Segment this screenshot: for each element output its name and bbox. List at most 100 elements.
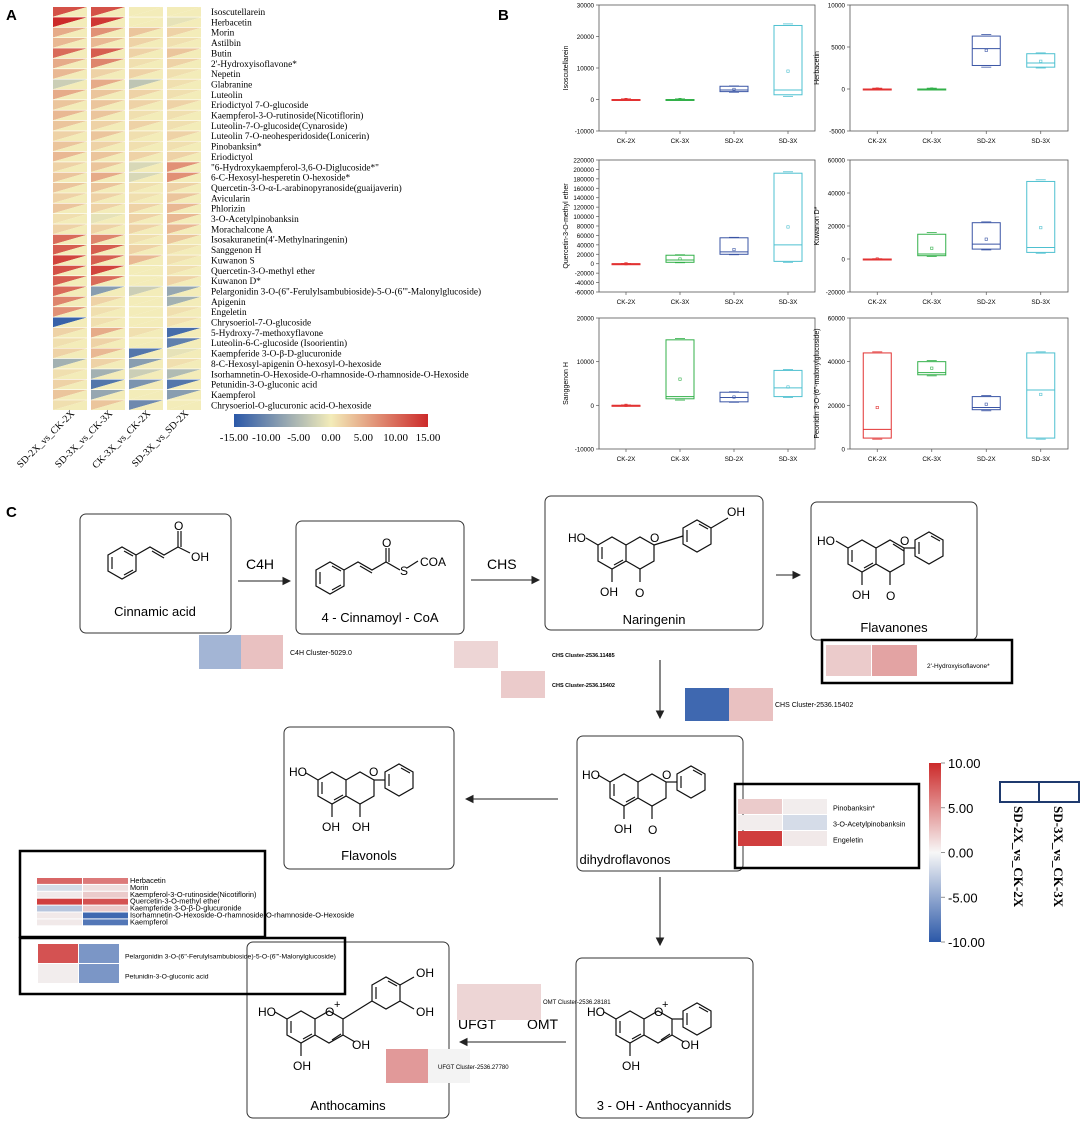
gene-expression-cell — [199, 635, 241, 669]
gene-label: CHS Cluster-2536.11485 — [552, 653, 615, 659]
heatmap-cell-bg-r0-c0 — [53, 7, 87, 17]
chem-antho3oh-plus: + — [662, 999, 668, 1011]
enzyme-chs: CHS — [487, 556, 517, 572]
chem-flavonols-oh-a: OH — [322, 820, 340, 834]
boxplot-frame-4 — [598, 317, 816, 450]
boxplot-xtick-label: SD-3X — [779, 299, 799, 306]
pathway-colorbar-gradient — [929, 763, 941, 942]
heatmap-cell-bg-r21-c2 — [129, 224, 163, 235]
heatmap-cell-bg-r15-c0 — [53, 162, 87, 172]
heatmap-compound-label: Luteolin-6-C-glucoside (Isoorientin) — [211, 338, 347, 349]
boxplot-mean — [624, 98, 628, 102]
chem-flavonols-oh-c: OH — [352, 820, 370, 834]
boxplot-xtick-label: CK-3X — [671, 138, 691, 145]
boxplot-xtick-label: CK-2X — [868, 138, 888, 145]
heatmap-compound-label: Isosakuranetin(4'-Methylnaringenin) — [211, 235, 347, 246]
node-cinnamic: Cinnamic acid — [114, 604, 196, 619]
heatmap-cell-bg-r6-c1 — [91, 69, 125, 79]
boxplot-xtick-label: SD-2X — [977, 456, 997, 463]
heatmap-cell-bg-r26-c2 — [129, 276, 163, 286]
heatmap-cell-bg-r5-c3 — [167, 58, 201, 69]
heatmap-cell-bg-r12-c1 — [91, 131, 125, 141]
structure-anthocamins — [274, 976, 415, 1056]
heatmap-cell-bg-r3-c2 — [129, 38, 163, 48]
heatmap-cell-bg-r18-c2 — [129, 193, 163, 204]
boxplot-mean — [732, 248, 736, 252]
heatmap-cell-bg-r31-c1 — [91, 327, 125, 338]
heatmap-cell-bg-r25-c3 — [167, 265, 201, 276]
dihydro-metabolite-cell — [783, 799, 827, 814]
heatmap-cell-bg-r7-c2 — [129, 79, 163, 90]
boxplot-box — [1026, 53, 1056, 68]
heatmap-cell-bg-r16-c3 — [167, 172, 201, 183]
heatmap-cell-bg-r5-c2 — [129, 58, 163, 69]
boxplot-frame-0 — [598, 4, 816, 132]
heatmap-cell-bg-r29-c1 — [91, 307, 125, 317]
chem-antho3oh-ho: HO — [587, 1005, 605, 1019]
node-box-anthocamins — [246, 941, 450, 1119]
heatmap-cell-bg-r26-c1 — [91, 276, 125, 286]
heatmap-cell-bg-r15-c1 — [91, 162, 125, 172]
dihydro-metabolite-label: 3-O-Acetylpinobanksin — [833, 820, 905, 829]
heatmap-colorbar-tick: 5.00 — [354, 432, 374, 444]
heatmap-colorbar-tick: -10.00 — [252, 432, 281, 444]
boxplot-ytick-label: 5000 — [831, 45, 845, 52]
chem-flavanones-o-ketone: O — [886, 589, 895, 603]
chem-anthocamins-plus: + — [334, 999, 340, 1011]
chem-cooh-oh: OH — [191, 550, 209, 564]
heatmap-cell-bg-r10-c2 — [129, 110, 163, 121]
triangle-heatmap: IsoscutellareinHerbacetinMorinAstilbinBu… — [15, 7, 481, 471]
flavonols-metabolite-label: Kaempferol — [130, 917, 168, 926]
heatmap-cell-bg-r20-c3 — [167, 214, 201, 224]
chem-coa-o: O — [382, 536, 391, 550]
heatmap-cell-bg-r32-c0 — [53, 338, 87, 348]
boxplot-ytick-label: 20000 — [577, 316, 595, 323]
heatmap-compound-label: Herbacetin — [211, 18, 252, 28]
boxplot-ytick-label: 0 — [591, 403, 595, 410]
pathway-colorbar-tick: 0.00 — [948, 846, 973, 861]
heatmap-cell-bg-r1-c1 — [91, 17, 125, 28]
boxplot-ytick-label: 60000 — [577, 233, 595, 240]
flavanones-metabolite-cell — [826, 645, 871, 676]
heatmap-cell-bg-r37-c3 — [167, 389, 201, 400]
antho-metabolite-cell — [38, 944, 78, 963]
heatmap-compound-label: Quercetin-3-O-α-L-arabinopyranoside(guai… — [211, 183, 402, 194]
heatmap-cell-bg-r23-c0 — [53, 245, 87, 255]
gene-expression-cell — [428, 1049, 470, 1083]
chem-flavanones-o-ring: O — [900, 534, 909, 548]
legend-key-col-1: SD-2X_vs_CK-2X — [1011, 806, 1026, 908]
boxplot-ytick-label: 0 — [591, 97, 595, 104]
gene-label: CHS Cluster-2536.15402 — [552, 683, 615, 689]
heatmap-cell-bg-r28-c2 — [129, 296, 163, 307]
structure-dihydroflavonos — [597, 765, 706, 819]
heatmap-colorbar-tick: 0.00 — [321, 432, 341, 444]
boxplot-box — [773, 369, 803, 398]
chem-anthocamins-oh-right: OH — [416, 1005, 434, 1019]
heatmap-cell-r11-c0 — [53, 120, 87, 131]
heatmap-cell-bg-r20-c2 — [129, 214, 163, 224]
heatmap-cell-bg-r30-c3 — [167, 317, 201, 328]
boxplot-box — [917, 233, 947, 257]
heatmap-cell-bg-r28-c1 — [91, 296, 125, 307]
heatmap-cell-bg-r7-c3 — [167, 79, 201, 90]
heatmap-cell-bg-r27-c0 — [53, 286, 87, 297]
heatmap-cell-bg-r22-c3 — [167, 234, 201, 245]
chem-naringenin-o-ketone: O — [635, 586, 644, 600]
heatmap-cell-bg-r11-c1 — [91, 120, 125, 131]
heatmap-cell-bg-r19-c3 — [167, 203, 201, 214]
boxplot-xtick-label: CK-3X — [671, 299, 691, 306]
boxplot-ytick-label: -40000 — [575, 280, 595, 287]
heatmap-cell-bg-r7-c1 — [91, 79, 125, 90]
heatmap-cell-bg-r14-c2 — [129, 151, 163, 162]
gene-label: UFGT Cluster-2536.27780 — [438, 1065, 509, 1071]
boxplot-xtick-label: SD-3X — [1031, 138, 1051, 145]
heatmap-cell-bg-r31-c0 — [53, 327, 87, 338]
boxplot-xtick-label: SD-3X — [779, 456, 799, 463]
heatmap-cell-bg-r5-c1 — [91, 58, 125, 69]
node-box-cinnamic — [79, 513, 232, 634]
boxplot-ytick-label: 200000 — [573, 167, 594, 174]
flavonols-metabolite-cell — [83, 912, 128, 919]
boxplot-ytick-label: 0 — [842, 257, 846, 264]
heatmap-cell-bg-r21-c1 — [91, 224, 125, 235]
